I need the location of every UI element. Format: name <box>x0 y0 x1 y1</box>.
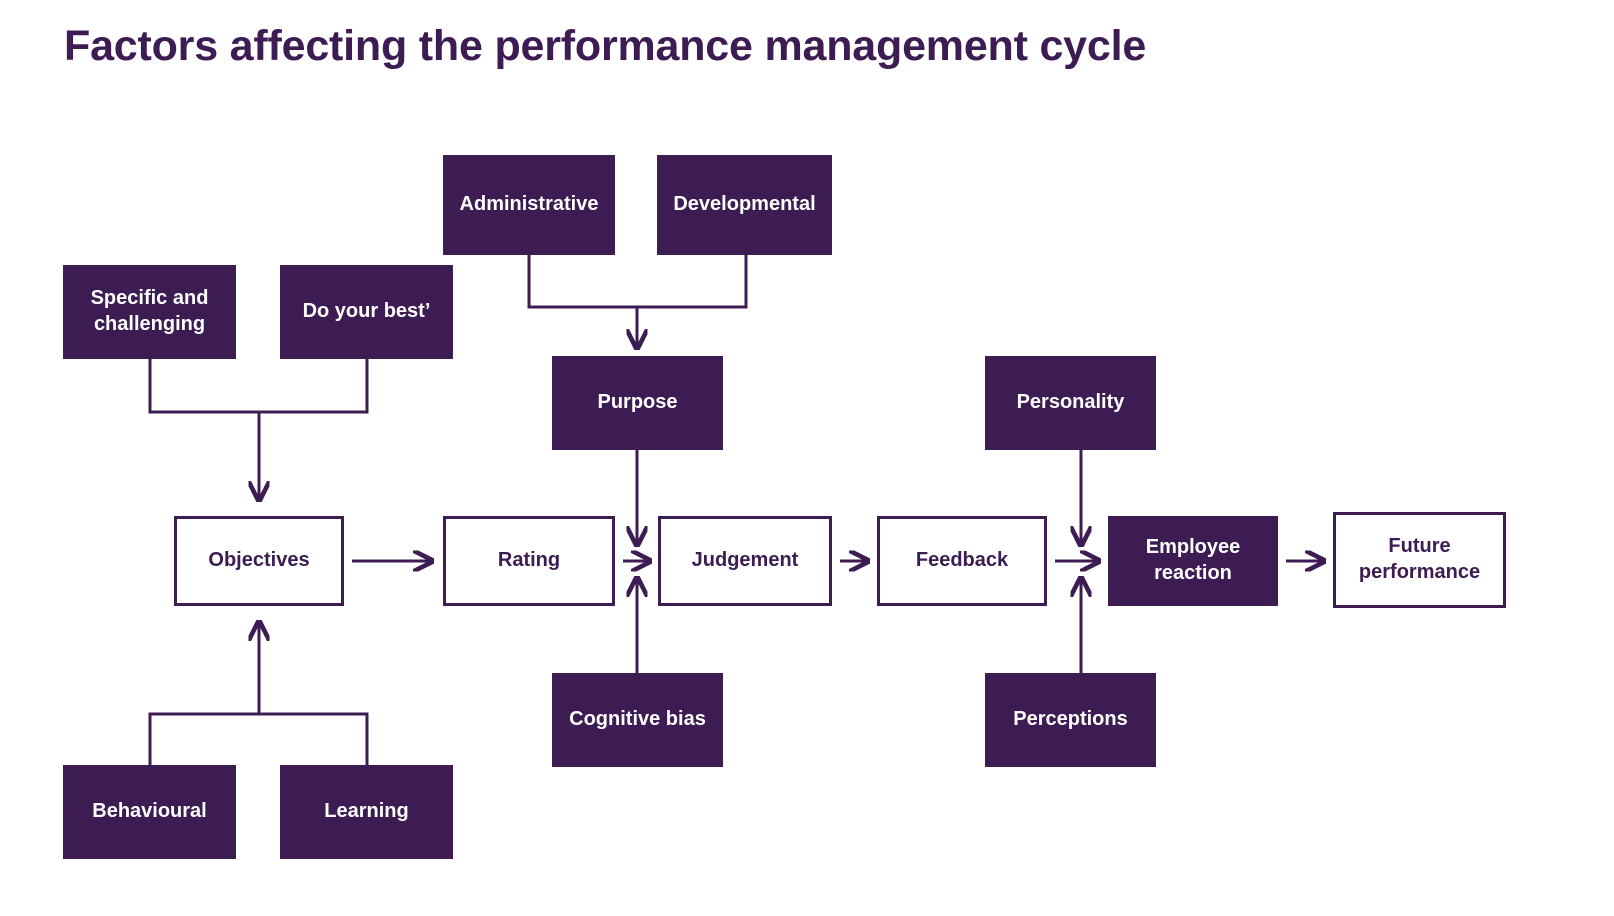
node-perceptions[interactable]: Perceptions <box>985 673 1156 767</box>
node-administrative[interactable]: Administrative <box>443 155 615 255</box>
node-employee-reaction[interactable]: Employee reaction <box>1108 516 1278 606</box>
node-label: Feedback <box>915 549 1009 572</box>
edge-types-bracket <box>148 712 369 765</box>
node-personality[interactable]: Personality <box>985 356 1156 450</box>
node-label: Judgement <box>691 549 799 572</box>
node-label: Purpose <box>597 391 678 414</box>
node-purpose[interactable]: Purpose <box>552 356 723 450</box>
node-label: Do your best’ <box>302 300 431 323</box>
node-feedback[interactable]: Feedback <box>877 516 1047 606</box>
node-label: Objectives <box>208 549 310 572</box>
node-label: Developmental <box>673 193 816 216</box>
node-rating[interactable]: Rating <box>443 516 615 606</box>
node-objectives[interactable]: Objectives <box>174 516 344 606</box>
node-cognitive-bias[interactable]: Cognitive bias <box>552 673 723 767</box>
page-title: Factors affecting the performance manage… <box>64 22 1147 70</box>
node-specific-and-challenging[interactable]: Specific and challenging <box>63 265 236 359</box>
node-label: Personality <box>1016 391 1125 414</box>
node-label: Perceptions <box>1013 708 1128 731</box>
edge-purpose-bracket <box>527 255 748 309</box>
node-future-performance[interactable]: Future performance <box>1333 512 1506 608</box>
node-judgement[interactable]: Judgement <box>658 516 832 606</box>
node-label: Learning <box>324 800 409 823</box>
node-label: Employee reaction <box>1145 536 1241 584</box>
node-behavioural[interactable]: Behavioural <box>63 765 236 859</box>
node-do-your-best[interactable]: Do your best’ <box>280 265 453 359</box>
node-learning[interactable]: Learning <box>280 765 453 859</box>
node-label: Specific and challenging <box>90 287 209 335</box>
node-label: Behavioural <box>92 800 207 823</box>
edge-goals-bracket <box>148 359 369 414</box>
node-label: Administrative <box>459 193 599 216</box>
node-label: Cognitive bias <box>569 708 706 731</box>
node-label: Rating <box>497 549 561 572</box>
node-label: Future performance <box>1358 535 1481 583</box>
node-developmental[interactable]: Developmental <box>657 155 832 255</box>
